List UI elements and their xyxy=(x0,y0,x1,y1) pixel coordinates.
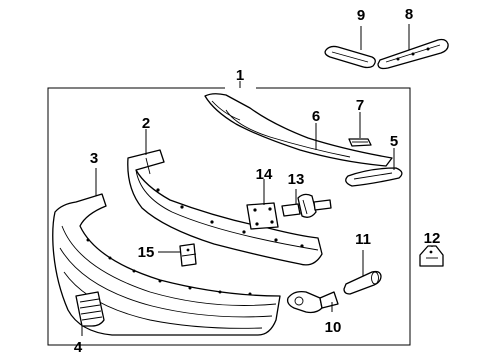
callout-10: 10 xyxy=(325,319,342,336)
part-15-bracket xyxy=(179,243,197,267)
cover-mount-holes xyxy=(86,238,252,296)
part-8-molding-strip xyxy=(377,38,449,70)
callout-13: 13 xyxy=(288,171,305,188)
callout-12: 12 xyxy=(424,230,441,247)
part-4-grille-insert xyxy=(75,291,105,327)
callout-14: 14 xyxy=(256,166,273,183)
callout-9: 9 xyxy=(357,7,365,24)
callout-8: 8 xyxy=(405,6,413,23)
part-13-absorber xyxy=(281,193,332,218)
part-9-molding-strip xyxy=(324,45,376,69)
callout-11: 11 xyxy=(355,231,371,248)
assembly-frame xyxy=(47,87,411,346)
callout-4: 4 xyxy=(74,339,83,356)
callout-3: 3 xyxy=(90,150,98,167)
part-7-clip xyxy=(348,138,372,147)
callout-5: 5 xyxy=(390,133,398,150)
part-14-bracket-plate xyxy=(246,202,279,230)
part-11-cylinder xyxy=(343,270,382,295)
callout-6: 6 xyxy=(312,108,320,125)
beam-bolt-holes xyxy=(156,188,304,248)
part-5-end-molding xyxy=(345,167,403,187)
part-12-bracket xyxy=(419,245,444,267)
part-2-reinforcement-beam xyxy=(127,149,323,266)
part-10-fog-lamp xyxy=(286,290,339,314)
callout-1: 1 xyxy=(236,67,244,84)
part-6-bumper-upper xyxy=(204,93,393,167)
callout-7: 7 xyxy=(356,97,364,114)
callout-15: 15 xyxy=(138,244,155,261)
part-3-bumper-cover xyxy=(52,193,281,336)
callout-2: 2 xyxy=(142,115,150,132)
